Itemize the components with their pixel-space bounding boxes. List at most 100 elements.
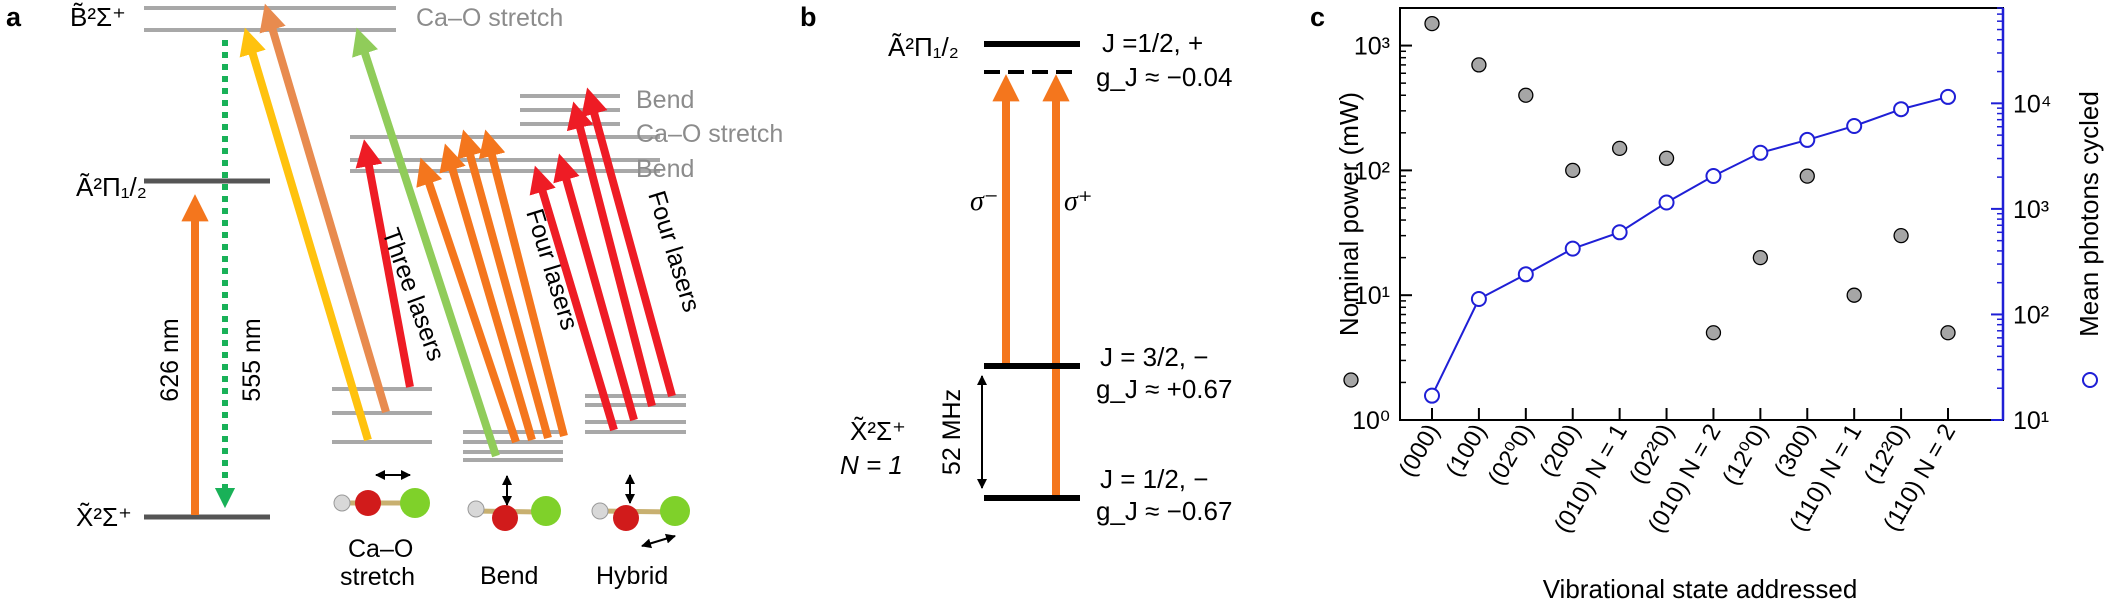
label-626nm: 626 nm bbox=[156, 318, 184, 401]
right-tick-label: 10⁴ bbox=[2013, 90, 2052, 118]
photons-point bbox=[1940, 88, 1956, 105]
h-atom bbox=[591, 502, 609, 520]
bend-low-label: Bend bbox=[636, 155, 694, 183]
arrow-hybrid-1 bbox=[529, 165, 618, 432]
arrow-hybrid-2 bbox=[553, 153, 638, 422]
photons-point bbox=[1658, 194, 1675, 211]
b-bot-g: g_J ≈ −0.67 bbox=[1096, 496, 1232, 526]
power-point bbox=[1893, 227, 1909, 244]
photons-point bbox=[1424, 387, 1440, 404]
panel-a-label: a bbox=[6, 2, 22, 32]
photons-point bbox=[1799, 131, 1816, 148]
molecule-hybrid bbox=[591, 474, 690, 549]
photons-point bbox=[1564, 240, 1581, 257]
o-atom bbox=[492, 505, 518, 531]
arrow-bend-2 bbox=[439, 143, 536, 442]
plot-frame bbox=[1399, 7, 2004, 421]
power-point bbox=[1752, 249, 1769, 266]
power-point bbox=[1705, 325, 1722, 341]
ca-atom bbox=[660, 496, 690, 526]
bend-top-label: Bend bbox=[636, 86, 694, 114]
b-x-state-label: X̃²Σ⁺ bbox=[850, 416, 906, 446]
h-atom bbox=[467, 500, 485, 518]
photons-point bbox=[1517, 266, 1534, 283]
left-tick-label: 10⁰ bbox=[1352, 407, 1390, 435]
b-a-state-label: Ã²Π₁/₂ bbox=[888, 32, 959, 62]
label-four-lasers-hybrid: Four lasers bbox=[642, 188, 705, 316]
panel-a: a B̃²Σ⁺ Ã²Π₁/₂ X̃²Σ⁺ Ca–O stretch Bend C… bbox=[6, 2, 783, 591]
left-tick-label: 10³ bbox=[1354, 33, 1390, 61]
split-label: 52 MHz bbox=[938, 389, 966, 475]
right-axis-label: Mean photons cycled bbox=[2074, 91, 2104, 337]
photons-point bbox=[1470, 291, 1487, 308]
hybrid-diagonal-arrow bbox=[641, 533, 676, 549]
panel-c: c 10⁰10¹10²10³10¹10²10³10⁴(000)(100)(02⁰… bbox=[1310, 2, 2104, 604]
sigma-minus-label: σ⁻ bbox=[970, 186, 999, 217]
b-state-label: B̃²Σ⁺ bbox=[70, 2, 126, 32]
b-stretch-label: Ca–O stretch bbox=[416, 4, 563, 32]
photons-point bbox=[1846, 117, 1863, 134]
b-mid-g: g_J ≈ +0.67 bbox=[1096, 374, 1232, 404]
ca-atom bbox=[531, 496, 561, 526]
h-atom bbox=[333, 494, 351, 512]
photons-line bbox=[1431, 95, 1949, 397]
chart-layer: 10⁰10¹10²10³10¹10²10³10⁴(000)(100)(02⁰0)… bbox=[1352, 7, 2052, 538]
left-axis-label: Nominal power (mW) bbox=[1334, 92, 1364, 336]
power-point bbox=[1424, 15, 1440, 32]
molecule-hybrid-label: Hybrid bbox=[596, 562, 668, 590]
o-atom bbox=[613, 505, 639, 531]
left-axis-legend-marker bbox=[1343, 372, 1359, 388]
power-point bbox=[1611, 140, 1628, 157]
power-point bbox=[1518, 87, 1534, 103]
molecule-bend bbox=[467, 475, 561, 531]
arrow-bend-4 bbox=[478, 129, 568, 437]
arrow-hybrid-3 bbox=[566, 101, 656, 408]
arrow-green bbox=[352, 27, 500, 458]
x-tick-label: (02⁰0) bbox=[1483, 420, 1539, 490]
arrow-bend-1 bbox=[416, 157, 520, 444]
power-point bbox=[1846, 287, 1862, 303]
photons-point bbox=[1705, 167, 1722, 184]
molecule-stretch-line1: Ca–O bbox=[348, 535, 413, 563]
sigma-plus-label: σ⁺ bbox=[1064, 186, 1093, 217]
power-point bbox=[1471, 57, 1487, 73]
power-point bbox=[1658, 150, 1675, 166]
x-tick-label: (000) bbox=[1394, 420, 1445, 482]
b-top-g: g_J ≈ −0.04 bbox=[1096, 62, 1232, 92]
panel-c-label: c bbox=[1310, 2, 1325, 32]
x-tick-label: (12⁰0) bbox=[1717, 420, 1773, 490]
b-top-j: J =1/2, + bbox=[1102, 28, 1203, 58]
arrow-hybrid-4 bbox=[581, 87, 676, 398]
left-tick-label: 10² bbox=[1354, 157, 1390, 185]
panel-b: b Ã²Π₁/₂ J =1/2, + g_J ≈ −0.04 σ⁻ σ⁺ J =… bbox=[800, 2, 1232, 526]
right-tick-label: 10³ bbox=[2013, 196, 2049, 224]
right-tick-label: 10² bbox=[2013, 301, 2049, 329]
x-axis-label: Vibrational state addressed bbox=[1543, 574, 1858, 604]
ca-o-stretch-mid-label: Ca–O stretch bbox=[636, 120, 783, 148]
molecule-bend-label: Bend bbox=[480, 562, 538, 590]
x-state-label: X̃²Σ⁺ bbox=[76, 502, 132, 532]
arrow-yellow bbox=[239, 27, 372, 442]
molecule-stretch bbox=[333, 470, 430, 518]
photons-point bbox=[1893, 101, 1910, 118]
power-point bbox=[1940, 325, 1956, 341]
arrow-light-orange bbox=[259, 3, 390, 414]
arrow-red-three bbox=[355, 139, 414, 388]
power-point bbox=[1799, 168, 1815, 184]
right-tick-label: 10¹ bbox=[2013, 407, 2049, 435]
photons-point bbox=[1611, 224, 1628, 241]
a-state-label: Ã²Π₁/₂ bbox=[76, 172, 147, 202]
ca-atom bbox=[400, 488, 430, 518]
b-mid-j: J = 3/2, − bbox=[1100, 342, 1208, 372]
left-tick-label: 10¹ bbox=[1354, 282, 1390, 310]
panel-b-label: b bbox=[800, 2, 817, 32]
label-three-lasers: Three lasers bbox=[376, 224, 450, 364]
o-atom bbox=[355, 490, 381, 516]
b-bot-j: J = 1/2, − bbox=[1100, 464, 1208, 494]
arrow-bend-3 bbox=[457, 129, 552, 440]
b-n-label: N = 1 bbox=[840, 450, 903, 480]
molecule-stretch-line2: stretch bbox=[340, 563, 415, 591]
photons-point bbox=[1752, 144, 1769, 161]
power-point bbox=[1565, 162, 1581, 179]
